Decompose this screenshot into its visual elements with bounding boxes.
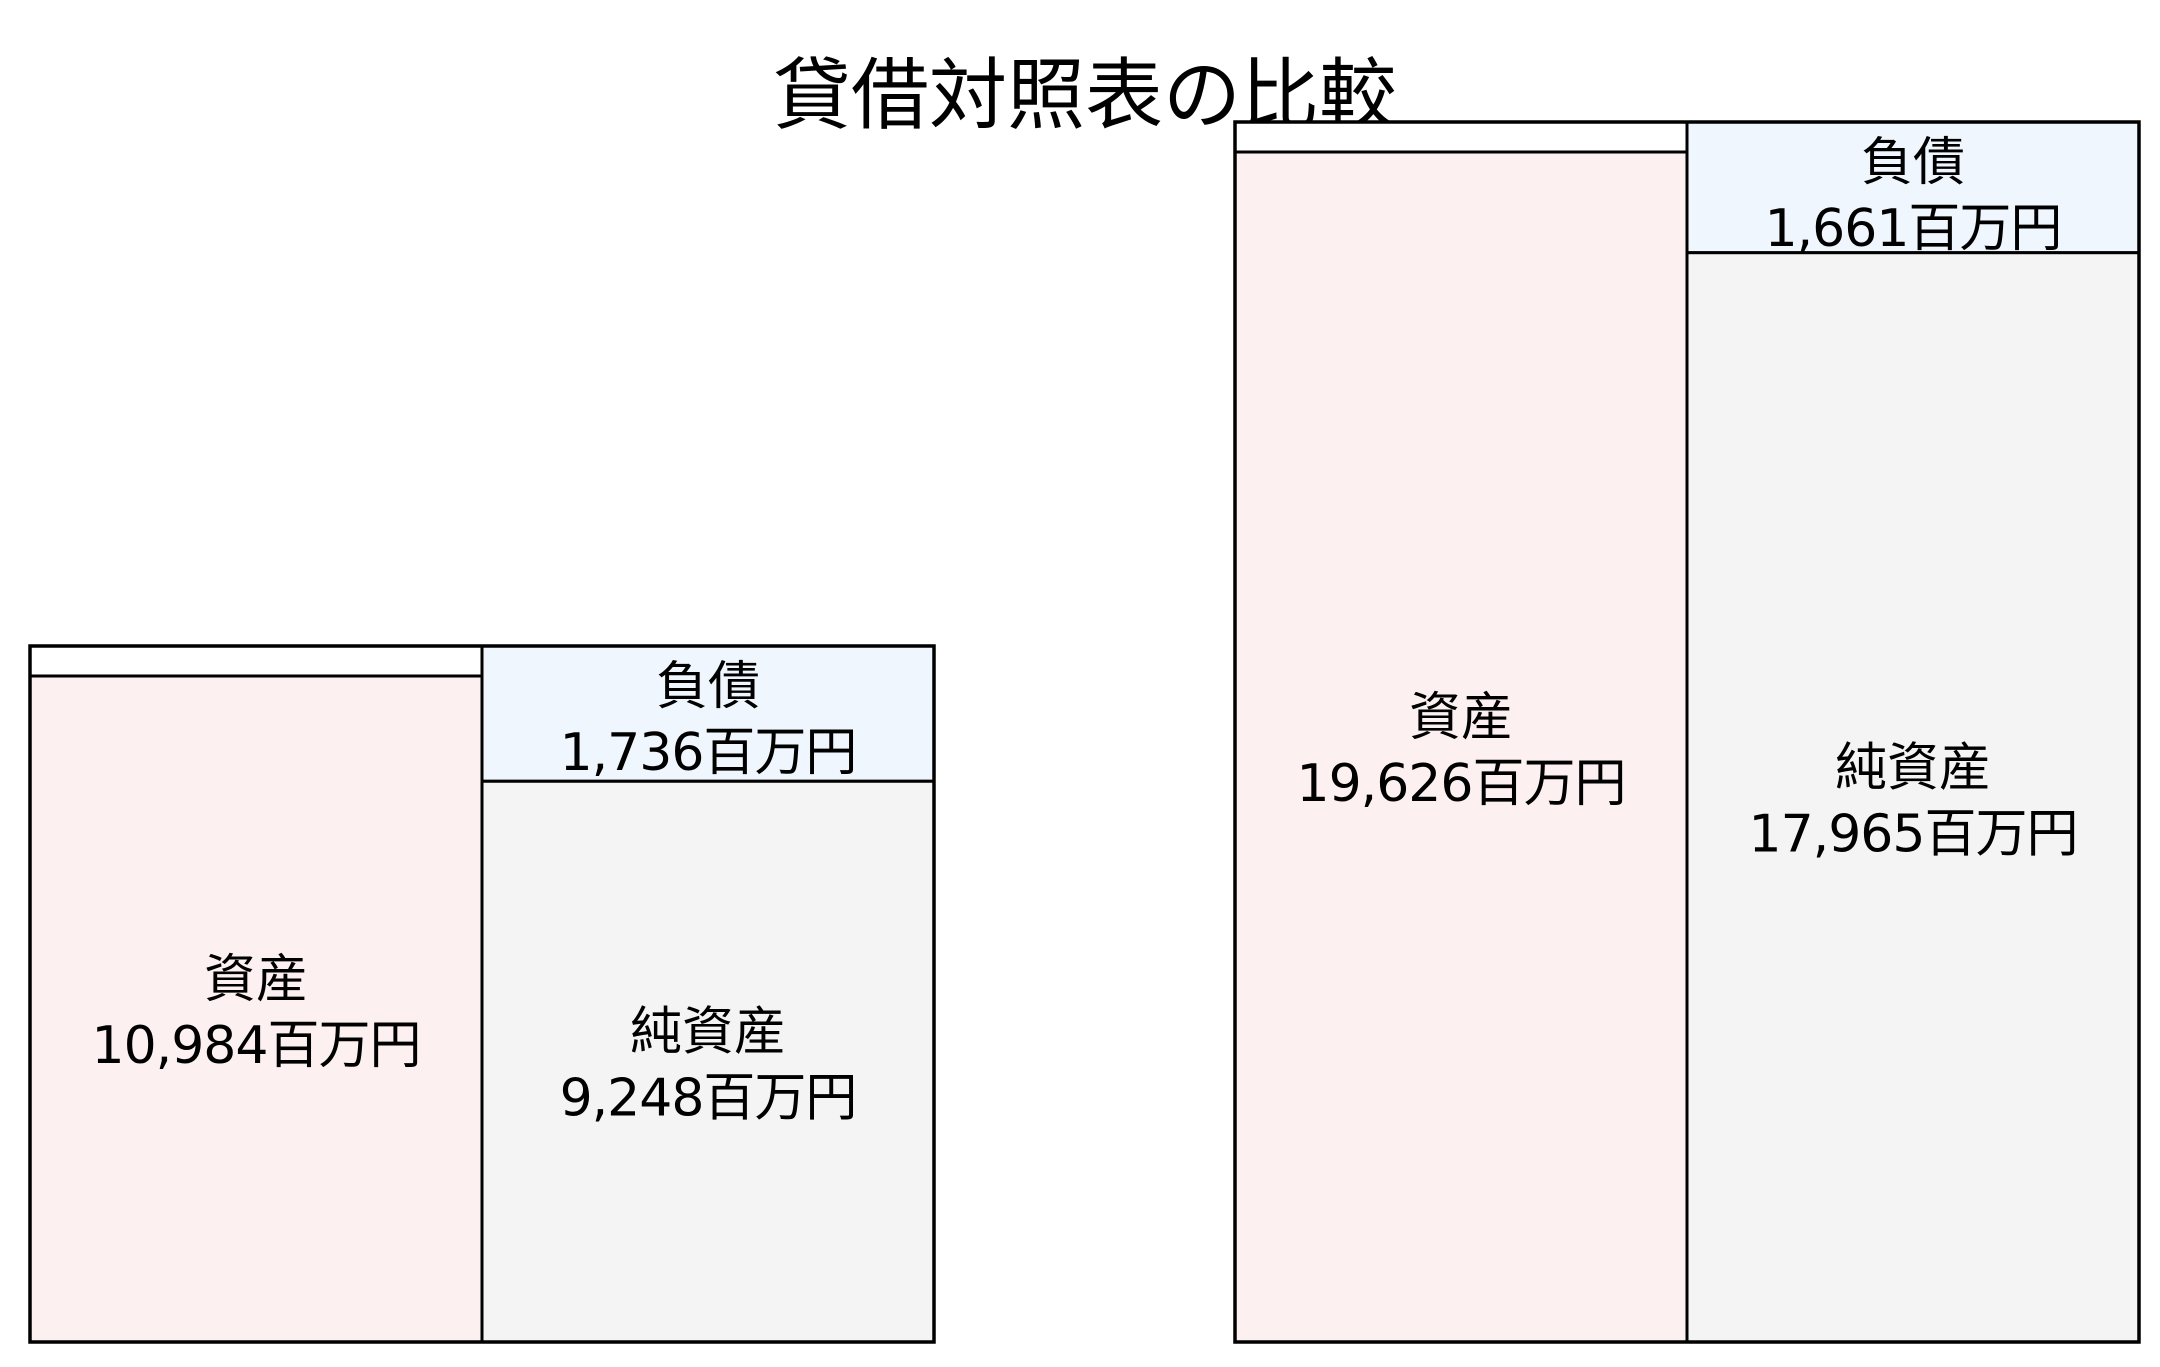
balance-sheet-frame	[1233, 120, 2141, 1344]
liabilities-label: 負債	[656, 657, 760, 717]
assets-block	[28, 674, 484, 1344]
assets-block	[1233, 150, 1689, 1344]
net-assets-label: 純資産	[1835, 738, 1991, 798]
net-assets-label: 純資産	[630, 1003, 786, 1063]
liabilities-block	[1685, 120, 2141, 255]
liabilities-value: 1,736百万円	[560, 723, 857, 783]
assets-value: 10,984百万円	[92, 1016, 421, 1076]
assets-value: 19,626百万円	[1297, 754, 1626, 814]
liabilities-value: 1,661百万円	[1765, 199, 2062, 259]
assets-label: 資産	[204, 950, 308, 1010]
net-assets-value: 9,248百万円	[560, 1069, 857, 1129]
assets-top-gap	[1233, 120, 1689, 154]
assets-top-gap	[28, 644, 484, 678]
net-assets-block	[480, 779, 936, 1344]
balance-sheet-frame	[28, 644, 936, 1344]
net-assets-block	[1685, 251, 2141, 1344]
net-assets-value: 17,965百万円	[1749, 804, 2078, 864]
charts-layer: 資産10,984百万円純資産9,248百万円負債1,736百万円資産19,626…	[28, 120, 2141, 1344]
liabilities-label: 負債	[1861, 133, 1965, 193]
assets-label: 資産	[1409, 688, 1513, 748]
